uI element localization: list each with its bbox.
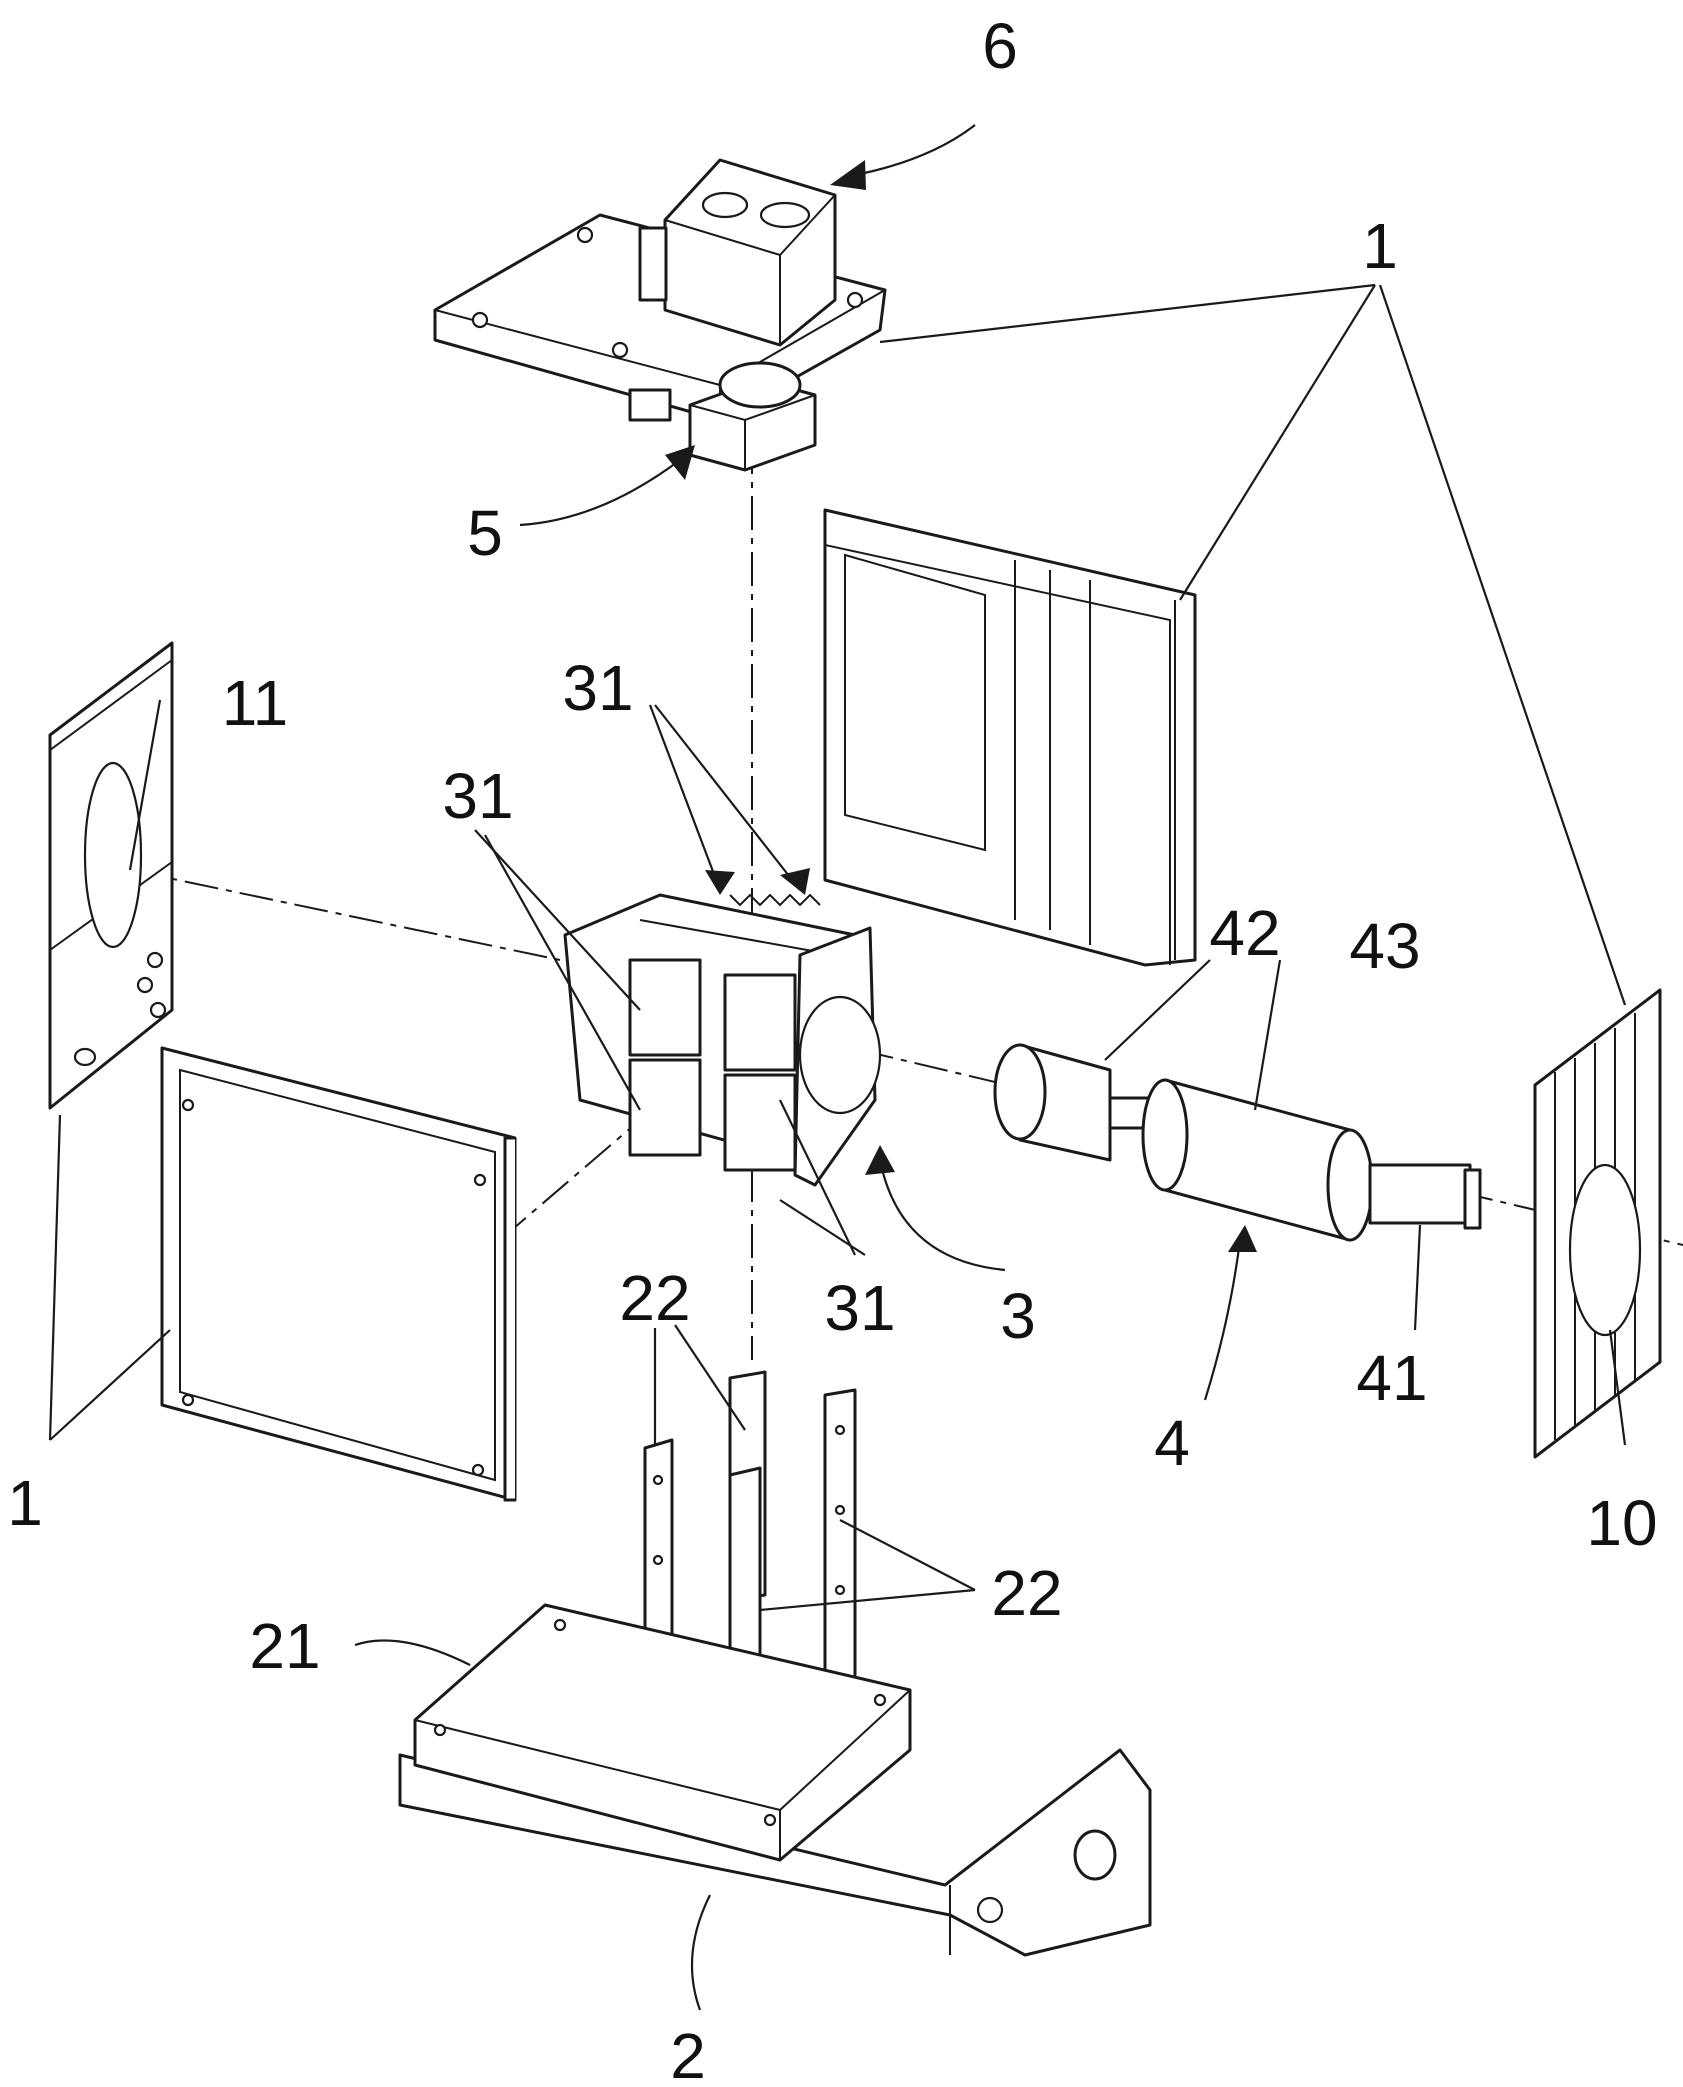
ref-label-31-bottom: 31	[824, 1272, 895, 1344]
ref-label-42: 42	[1209, 897, 1280, 969]
base-2	[400, 1605, 1150, 1955]
ref-label-1-top: 1	[1362, 210, 1398, 282]
ref-label-5: 5	[467, 497, 503, 569]
ref-label-31-top: 31	[562, 652, 633, 724]
ref-label-43: 43	[1349, 910, 1420, 982]
ref-label-22-upper: 22	[619, 1262, 690, 1334]
side-panel-left	[50, 643, 172, 1108]
ref-label-4: 4	[1154, 1407, 1190, 1479]
ref-label-21: 21	[249, 1610, 320, 1682]
ref-label-31-left: 31	[442, 760, 513, 832]
ref-label-6: 6	[982, 10, 1018, 82]
ref-label-11: 11	[222, 667, 288, 739]
main-block-3	[565, 895, 880, 1185]
ref-label-1-bottom-left: 1	[7, 1467, 43, 1539]
side-panel-right-10	[1535, 990, 1660, 1457]
cylinder-6	[435, 160, 885, 420]
ref-label-3: 3	[1000, 1280, 1036, 1352]
ref-label-10: 10	[1586, 1487, 1657, 1559]
ref-label-2: 2	[670, 2020, 706, 2087]
ref-label-41: 41	[1356, 1342, 1427, 1414]
side-panel-back	[825, 510, 1195, 965]
ref-label-22-right: 22	[991, 1557, 1062, 1629]
transducer-assembly-4	[995, 1045, 1480, 1240]
front-panel	[162, 1048, 515, 1500]
